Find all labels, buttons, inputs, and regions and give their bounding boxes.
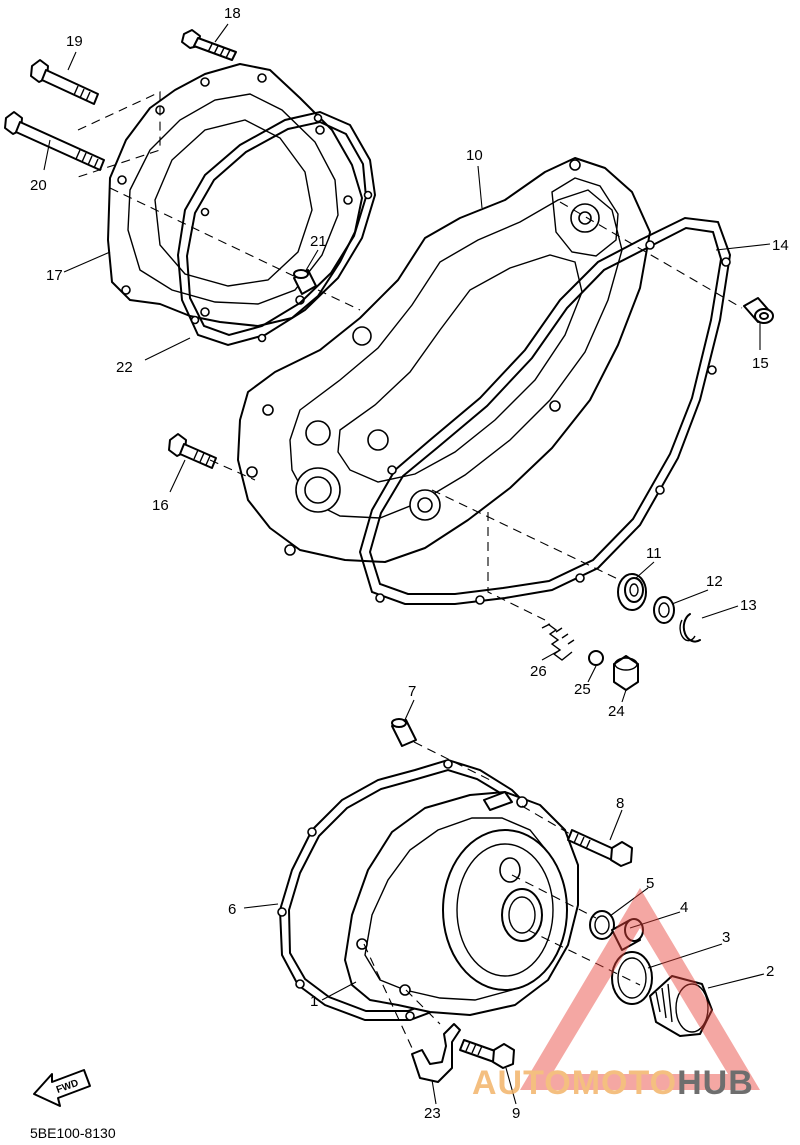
callout-3: 3 xyxy=(722,929,730,946)
circlip-part-13 xyxy=(679,613,701,643)
dowel-pin-part-15 xyxy=(743,297,774,324)
callout-25: 25 xyxy=(574,681,591,698)
callout-11: 11 xyxy=(646,545,662,562)
callout-10: 10 xyxy=(466,147,483,164)
forward-arrow-icon: FWD xyxy=(33,1069,91,1107)
dowel-pin-part-21 xyxy=(293,269,317,295)
callout-12: 12 xyxy=(706,573,723,590)
warning-triangle-icon xyxy=(520,888,760,1090)
callout-2: 2 xyxy=(766,963,774,980)
callout-23: 23 xyxy=(424,1105,441,1122)
callout-17: 17 xyxy=(46,267,63,284)
callout-6: 6 xyxy=(228,901,236,918)
callout-15: 15 xyxy=(752,355,769,372)
callout-9: 9 xyxy=(512,1105,520,1122)
ball-part-25 xyxy=(588,650,604,666)
callout-7: 7 xyxy=(408,683,416,700)
callout-1: 1 xyxy=(310,993,318,1010)
dowel-pin-part-7 xyxy=(391,718,417,747)
callout-18: 18 xyxy=(224,5,241,22)
diagram-code: 5BE100-8130 xyxy=(30,1125,116,1141)
spring-part-26 xyxy=(541,623,575,661)
callout-21: 21 xyxy=(310,233,327,250)
callout-5: 5 xyxy=(646,875,654,892)
clamp-part-23 xyxy=(411,1023,461,1083)
bolt-part-9 xyxy=(459,1039,515,1069)
callout-19: 19 xyxy=(66,33,83,50)
crankcase-gasket-part-14 xyxy=(358,216,732,605)
callout-26: 26 xyxy=(530,663,547,680)
collar-part-24 xyxy=(613,655,639,691)
clutch-cover-part-17 xyxy=(107,63,363,327)
oil-seal-part-11 xyxy=(617,573,647,611)
generator-cover-part-1 xyxy=(344,791,579,1016)
o-ring-part-3 xyxy=(611,951,653,1005)
callout-22: 22 xyxy=(116,359,133,376)
callout-16: 16 xyxy=(152,497,169,514)
callout-13: 13 xyxy=(740,597,757,614)
callout-14: 14 xyxy=(772,237,789,254)
plug-part-2 xyxy=(649,975,713,1037)
bolt-part-16 xyxy=(168,433,217,469)
watermark-text: AUTOMOTOHUB xyxy=(472,1064,754,1102)
callout-4: 4 xyxy=(680,899,688,916)
bolt-part-20 xyxy=(4,111,105,171)
washer-part-12 xyxy=(653,596,675,624)
bolt-part-18 xyxy=(181,29,237,61)
callout-20: 20 xyxy=(30,177,47,194)
callout-24: 24 xyxy=(608,703,625,720)
crankcase-cover-part-10 xyxy=(237,157,651,563)
watermark-logo: AUTOMOTOHUB xyxy=(472,888,760,1102)
clutch-cover-gasket-part-22 xyxy=(176,110,377,347)
bolt-part-8 xyxy=(567,829,633,867)
callout-8: 8 xyxy=(616,795,624,812)
bolt-part-19 xyxy=(30,59,99,105)
